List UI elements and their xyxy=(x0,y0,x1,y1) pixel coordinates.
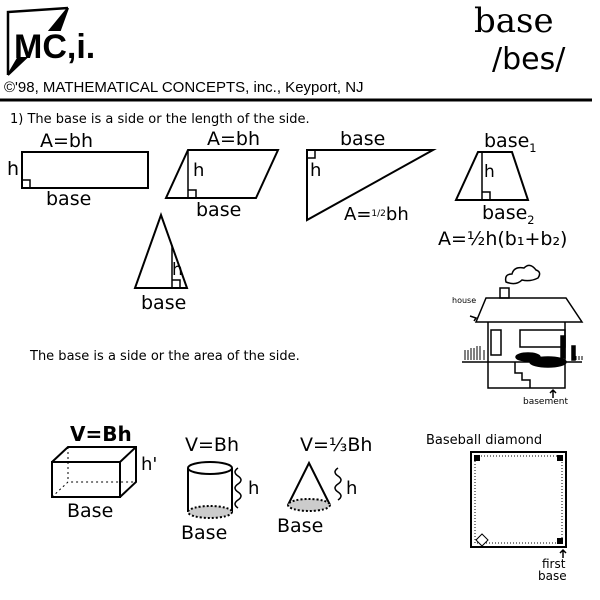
rectangle-height-label: h xyxy=(7,158,20,180)
rectangle-shape xyxy=(21,151,149,189)
cone-height-label: h xyxy=(346,478,358,499)
prism-base-label: Base xyxy=(67,500,114,522)
entry-word: base xyxy=(474,1,554,41)
trapezoid-height-label: h xyxy=(484,162,495,182)
trapezoid-top-label: base1 xyxy=(484,130,537,155)
baseball-title: Baseball diamond xyxy=(426,433,543,448)
first-label: first xyxy=(542,557,566,571)
cylinder-shape xyxy=(187,461,242,519)
rectangle-base-label: base xyxy=(46,188,92,210)
trapezoid-formula: A=½h(b₁+b₂) xyxy=(438,228,568,250)
parallelogram-base-label: base xyxy=(196,199,242,221)
basement-label: basement xyxy=(523,397,568,407)
base-label: base xyxy=(538,569,567,583)
logo-text: MC,i. xyxy=(14,28,95,66)
tall-triangle-base-label: base xyxy=(141,292,187,314)
parallelogram-shape xyxy=(164,149,280,199)
cylinder-base-label: Base xyxy=(181,522,228,544)
cone-shape xyxy=(287,460,342,512)
baseball-diamond xyxy=(470,451,567,558)
definition-1: 1) The base is a side or the length of t… xyxy=(10,112,310,127)
right-triangle-formula: A=1/2bh xyxy=(344,204,409,225)
logo-mark: MC,i. xyxy=(6,6,95,76)
house-label: house xyxy=(452,296,477,305)
right-triangle-base-label: base xyxy=(340,128,386,150)
pronunciation: /bes/ xyxy=(492,42,566,77)
trapezoid-shape xyxy=(454,151,530,201)
copyright: ©'98, MATHEMATICAL CONCEPTS, inc., Keypo… xyxy=(4,79,364,96)
prism-formula: V=Bh xyxy=(70,422,132,446)
rectangle-formula: A=bh xyxy=(40,130,94,152)
tall-triangle-height-label: h xyxy=(172,260,183,280)
house-illustration xyxy=(462,264,584,398)
cylinder-height-label: h xyxy=(248,478,260,499)
cylinder-formula: V=Bh xyxy=(185,434,239,456)
parallelogram-formula: A=bh xyxy=(207,128,261,150)
right-triangle-height-label: h xyxy=(310,160,322,181)
parallelogram-height-label: h xyxy=(193,160,205,181)
cone-formula: V=⅓Bh xyxy=(300,434,373,456)
trapezoid-bottom-label: base2 xyxy=(482,202,535,227)
prism-height-label: h' xyxy=(141,454,158,475)
prism-shape xyxy=(51,446,137,498)
cone-base-label: Base xyxy=(277,515,324,537)
right-triangle-shape xyxy=(306,149,437,222)
definition-2: The base is a side or the area of the si… xyxy=(30,349,300,364)
tall-triangle-shape xyxy=(133,212,189,289)
